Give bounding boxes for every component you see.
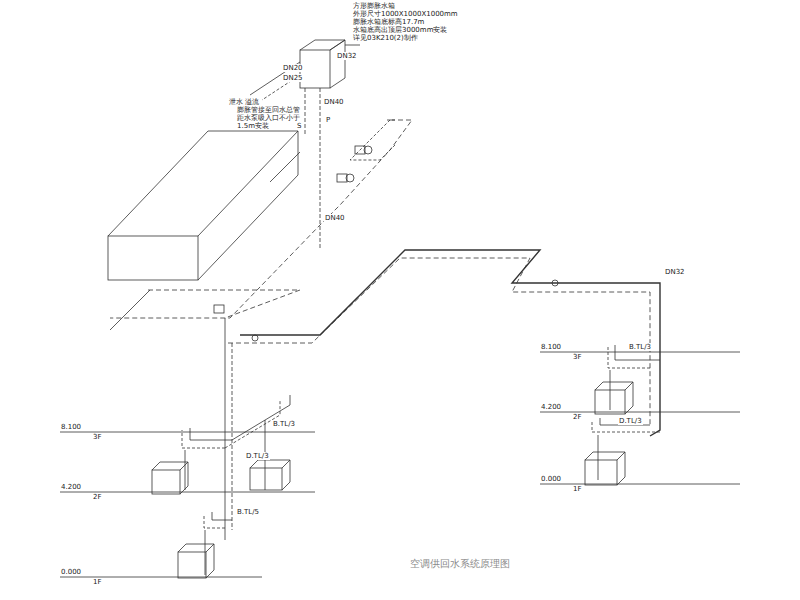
drawing-label: DN40 (324, 214, 346, 222)
drawing-label: 2F (92, 493, 102, 501)
drawing-label: 1.5m安装 (236, 122, 270, 130)
drawing-label: B.TL/3 (272, 420, 296, 428)
drawing-label: 外形尺寸1000X1000X1000mm (352, 10, 459, 18)
drawing-label: 0.000 (540, 475, 562, 483)
drawing-label: DN32 (336, 52, 358, 60)
drawing-label: 距水泵吸入口不小于 (236, 114, 301, 122)
drawing-label: 4.200 (540, 403, 562, 411)
drawing-label: 0.000 (60, 568, 82, 576)
drawing-label: 方形膨胀水箱 (352, 2, 396, 10)
drawing-label: 水箱底高出顶层3000mm安装 (352, 26, 448, 34)
drawing-label: 8.100 (60, 423, 82, 431)
drawing-label: 3F (572, 353, 582, 361)
drawing-label: 膨胀管接至回水总管 (236, 106, 301, 114)
drawing-label: 详见03K210(2)制作 (352, 34, 419, 42)
drawing-label: D.TL/3 (245, 452, 270, 460)
drawing-label: 泄水 溢流 (228, 98, 260, 106)
drawing-label: S (296, 122, 302, 130)
drawing-label: DN40 (323, 98, 345, 106)
drawing-label: DN20 (282, 64, 304, 72)
drawing-label: 4.200 (60, 483, 82, 491)
drawing-label: B.TL/3 (628, 343, 652, 351)
drawing-label: 膨胀水箱底标高17.7m (352, 18, 425, 26)
drawing-label: B.TL/5 (236, 508, 260, 516)
drawing-label: P (325, 116, 331, 124)
drawing-caption: 空调供回水系统原理图 (408, 557, 512, 571)
drawing-label: 1F (92, 578, 102, 586)
drawing-label: 2F (572, 413, 582, 421)
drawing-label: DN32 (664, 268, 686, 276)
drawing-label: 3F (92, 433, 102, 441)
drawing-label: DN25 (282, 74, 304, 82)
drawing-label: D.TL/3 (618, 417, 643, 425)
drawing-label: 8.100 (540, 343, 562, 351)
drawing-label: 1F (572, 485, 582, 493)
